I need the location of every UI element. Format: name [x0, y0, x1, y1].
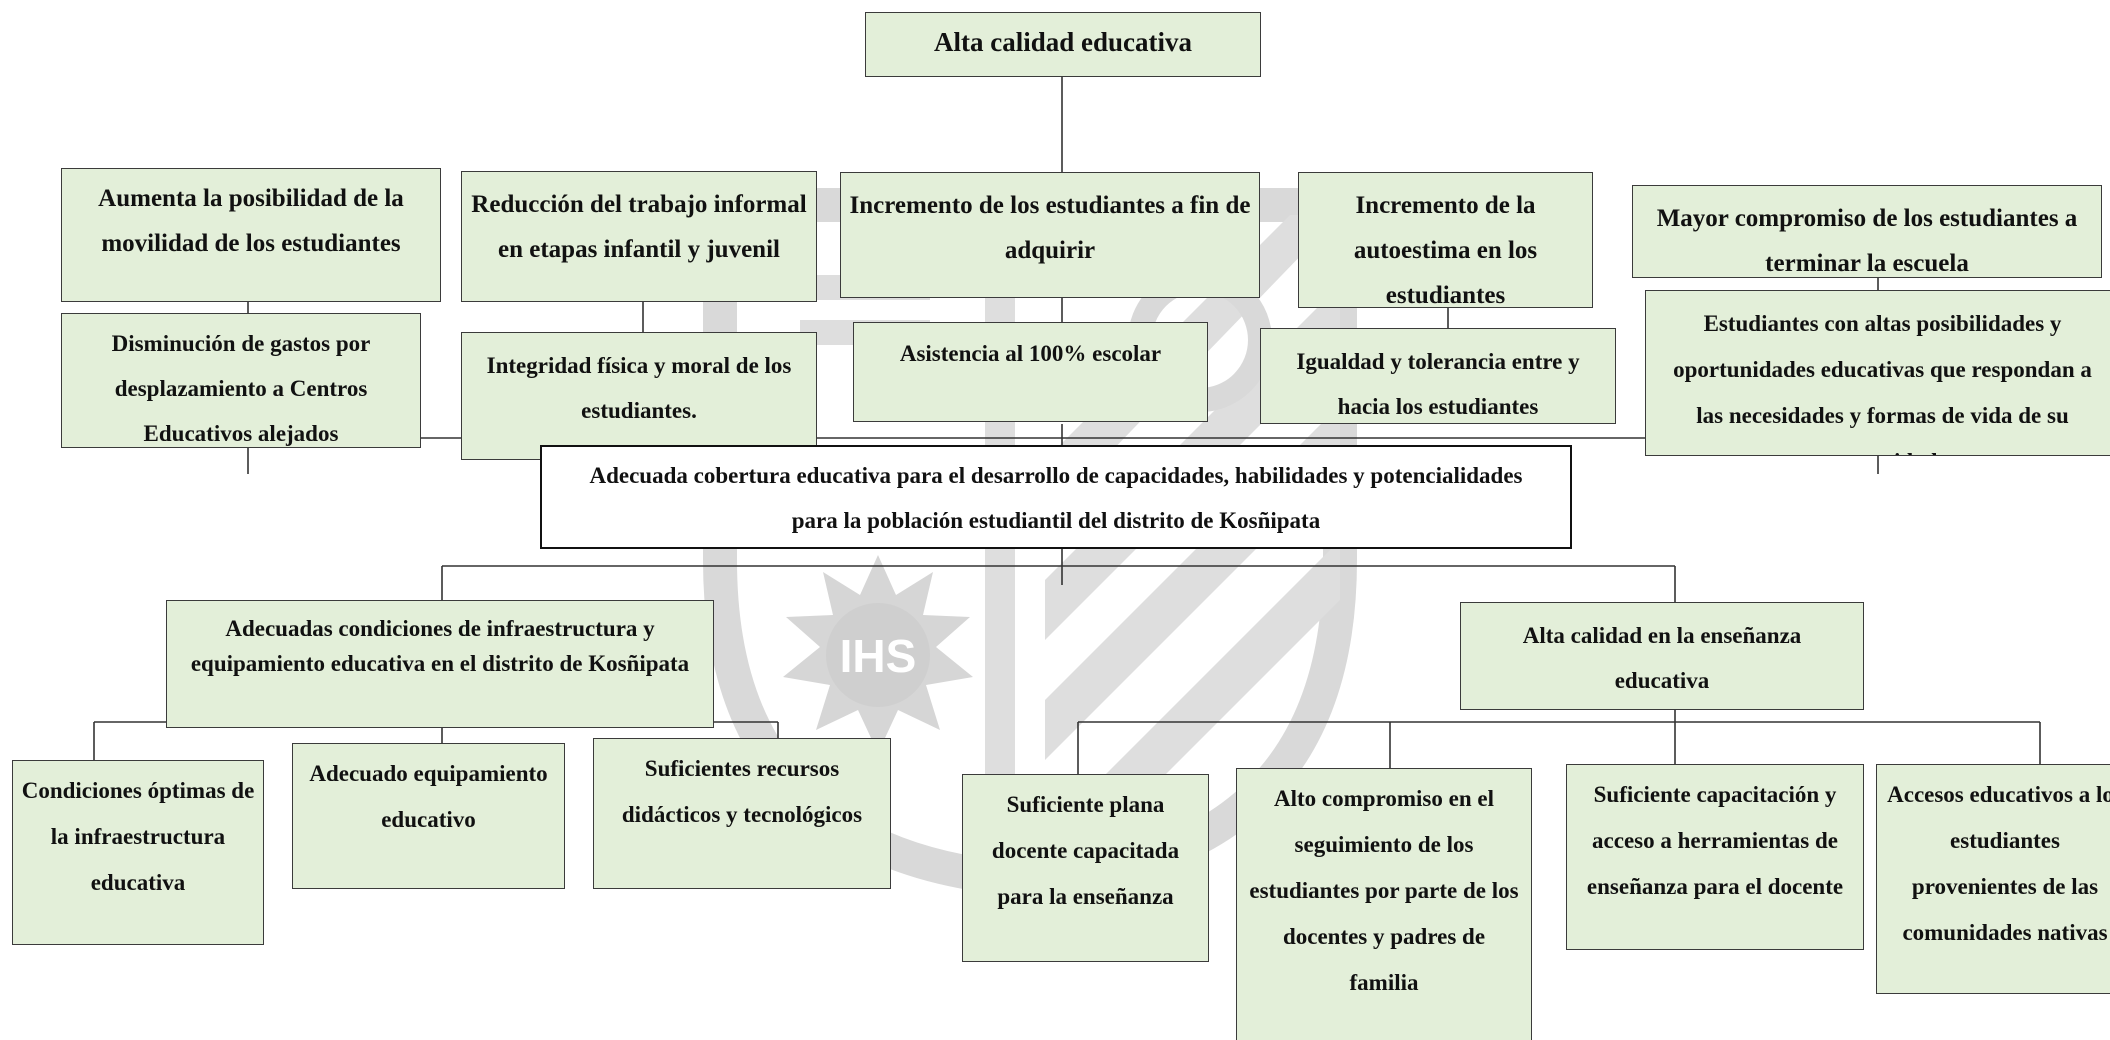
fundamental-means-text: Alto compromiso en el seguimiento de los… [1249, 786, 1519, 995]
fundamental-means-text: Suficientes recursos didácticos y tecnol… [621, 756, 863, 827]
goal-text: Alta calidad educativa [933, 27, 1192, 57]
fundamental-means-box: Alto compromiso en el seguimiento de los… [1236, 768, 1532, 1040]
direct-effect-text: Igualdad y tolerancia entre y hacia los … [1296, 349, 1580, 419]
fundamental-means-text: Suficiente capacitación y acceso a herra… [1586, 782, 1844, 899]
indirect-effect-box: Mayor compromiso de los estudiantes a te… [1632, 185, 2102, 278]
fundamental-means-box: Suficiente plana docente capacitada para… [962, 774, 1209, 962]
indirect-effect-text: Incremento de los estudiantes a fin de a… [849, 192, 1251, 264]
direct-effect-box: Integridad física y moral de los estudia… [461, 332, 817, 460]
central-objective-text: Adecuada cobertura educativa para el des… [589, 463, 1523, 533]
means-box: Adecuadas condiciones de infraestructura… [166, 600, 714, 728]
fundamental-means-box: Suficientes recursos didácticos y tecnol… [593, 738, 891, 889]
fundamental-means-text: Accesos educativos a los estudiantes pro… [1887, 782, 2110, 945]
means-text: Adecuadas condiciones de infraestructura… [190, 616, 690, 676]
goal-box: Alta calidad educativa [865, 12, 1261, 77]
direct-effect-box: Disminución de gastos por desplazamiento… [61, 313, 421, 448]
fundamental-means-text: Adecuado equipamiento educativo [309, 761, 548, 832]
direct-effect-box: Igualdad y tolerancia entre y hacia los … [1260, 328, 1616, 424]
indirect-effect-text: Reducción del trabajo informal en etapas… [471, 191, 807, 263]
indirect-effect-text: Aumenta la posibilidad de la movilidad d… [98, 185, 404, 257]
direct-effect-text: Estudiantes con altas posibilidades y op… [1673, 311, 2092, 455]
indirect-effect-box: Reducción del trabajo informal en etapas… [461, 171, 817, 302]
direct-effect-box: Estudiantes con altas posibilidades y op… [1645, 290, 2110, 456]
fundamental-means-text: Condiciones óptimas de la infraestructur… [21, 778, 255, 895]
indirect-effect-box: Incremento de los estudiantes a fin de a… [840, 172, 1260, 298]
indirect-effect-box: Aumenta la posibilidad de la movilidad d… [61, 168, 441, 302]
indirect-effect-box: Incremento de la autoestima en los estud… [1298, 172, 1593, 308]
means-text: Alta calidad en la enseñanza educativa [1522, 623, 1802, 693]
direct-effect-box: Asistencia al 100% escolar [853, 322, 1208, 422]
fundamental-means-box: Adecuado equipamiento educativo [292, 743, 565, 889]
direct-effect-text: Asistencia al 100% escolar [899, 341, 1162, 366]
fundamental-means-text: Suficiente plana docente capacitada para… [991, 792, 1180, 909]
means-box: Alta calidad en la enseñanza educativa [1460, 602, 1864, 710]
indirect-effect-text: Incremento de la autoestima en los estud… [1353, 192, 1538, 308]
direct-effect-text: Integridad física y moral de los estudia… [486, 353, 792, 423]
indirect-effect-text: Mayor compromiso de los estudiantes a te… [1656, 205, 2078, 277]
fundamental-means-box: Condiciones óptimas de la infraestructur… [12, 760, 264, 945]
fundamental-means-box: Suficiente capacitación y acceso a herra… [1566, 764, 1864, 950]
fundamental-means-box: Accesos educativos a los estudiantes pro… [1876, 764, 2110, 994]
direct-effect-text: Disminución de gastos por desplazamiento… [111, 331, 371, 446]
watermark-label: IHS [840, 630, 917, 682]
central-objective-box: Adecuada cobertura educativa para el des… [540, 445, 1572, 549]
